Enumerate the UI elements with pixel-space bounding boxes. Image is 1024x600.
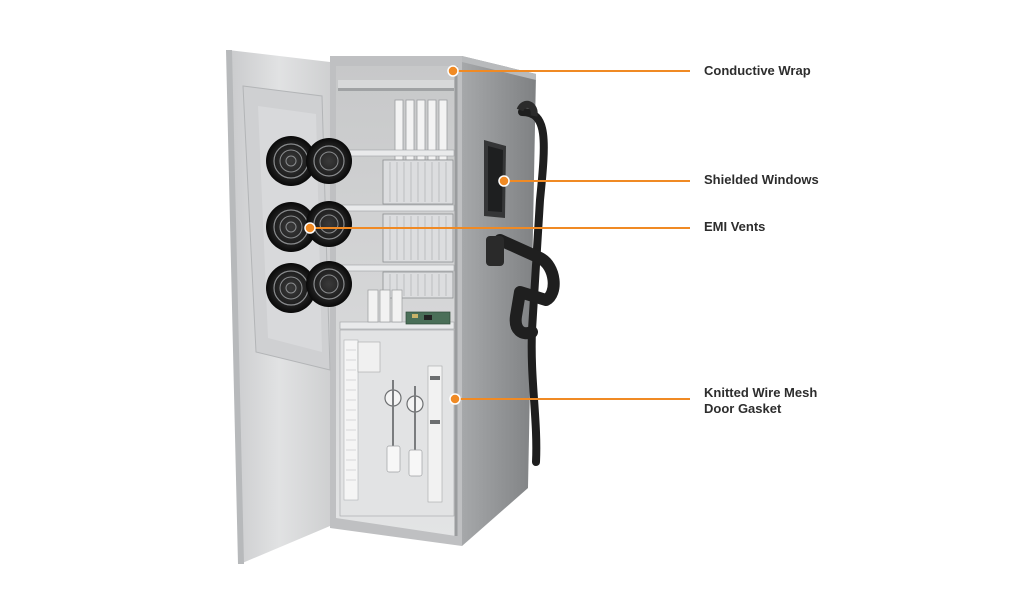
fan-icon: [306, 138, 352, 184]
power-modules: [382, 159, 454, 299]
slot-modules: [394, 99, 448, 161]
emi-vent-fans: [266, 136, 352, 313]
callout-line-conductive-wrap: [447, 65, 690, 77]
callout-line-emi-vents: [304, 222, 690, 234]
shielded-window: [484, 140, 506, 218]
charging-connector: [486, 100, 560, 466]
label-conductive-wrap: Conductive Wrap: [704, 63, 811, 78]
lower-compartment: [339, 329, 455, 517]
callout-line-shielded-windows: [498, 175, 690, 187]
fan-icon: [266, 136, 316, 186]
callout-lines: [304, 65, 690, 405]
label-door-gasket: Knitted Wire Mesh Door Gasket: [704, 385, 817, 417]
label-door-gasket-line1: Knitted Wire Mesh: [704, 385, 818, 400]
callout-line-door-gasket: [449, 393, 690, 405]
rack-units: [339, 99, 455, 517]
fan-icon: [306, 201, 352, 247]
label-door-gasket-line2: Door Gasket: [704, 401, 782, 416]
fan-icon: [266, 202, 316, 252]
label-emi-vents: EMI Vents: [704, 219, 766, 234]
label-shielded-windows: Shielded Windows: [704, 172, 819, 187]
fan-icon: [306, 261, 352, 307]
control-modules: [367, 289, 451, 325]
cabinet-side-panel: [462, 56, 536, 546]
